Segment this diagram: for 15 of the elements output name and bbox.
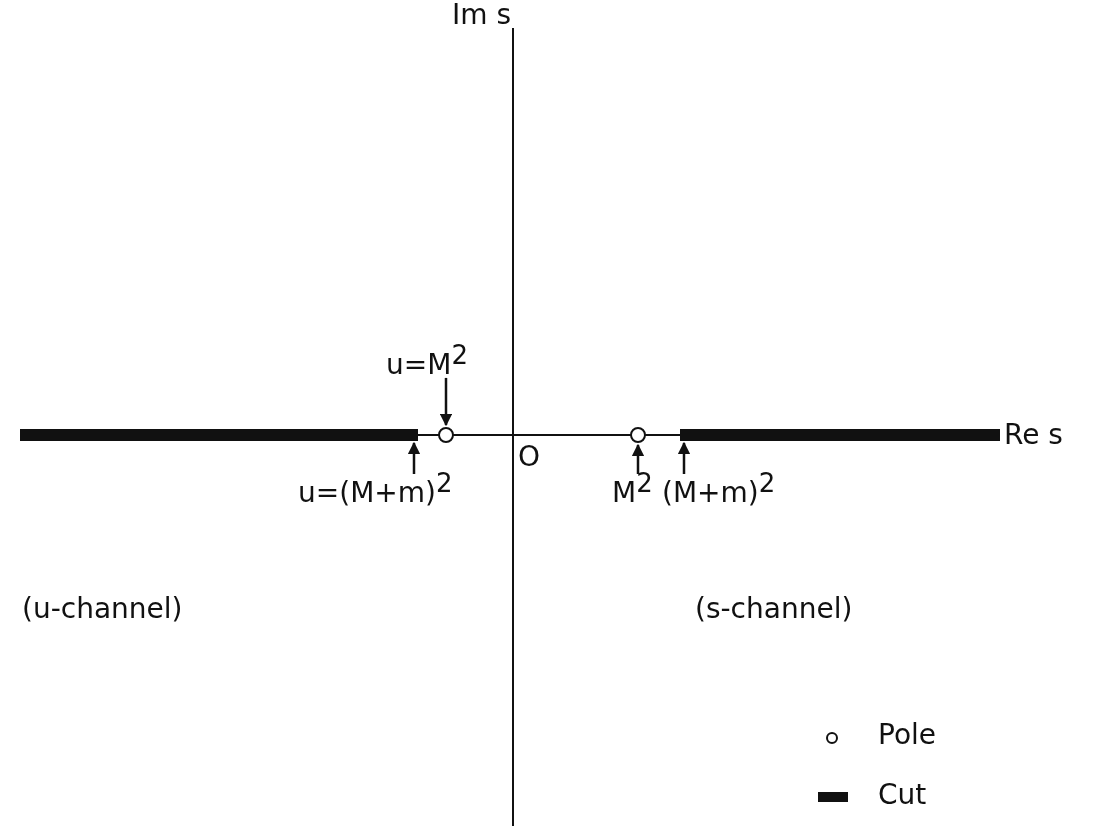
cut-bar <box>20 429 418 441</box>
leader-arrow <box>631 443 645 474</box>
leader-arrow <box>439 377 453 427</box>
region-label: (u-channel) <box>22 592 183 626</box>
region-label: (s-channel) <box>695 592 853 626</box>
axis-label: Re s <box>1004 418 1063 452</box>
axis-label: Im s <box>452 0 512 32</box>
leader-arrow <box>677 441 691 474</box>
leader-arrow <box>407 441 421 474</box>
legend-label: Pole <box>878 718 937 752</box>
origin-label: O <box>518 440 541 474</box>
legend-label: Cut <box>878 778 927 812</box>
pole-marker <box>630 427 646 443</box>
pole-marker <box>438 427 454 443</box>
cut-bar <box>680 429 1000 441</box>
